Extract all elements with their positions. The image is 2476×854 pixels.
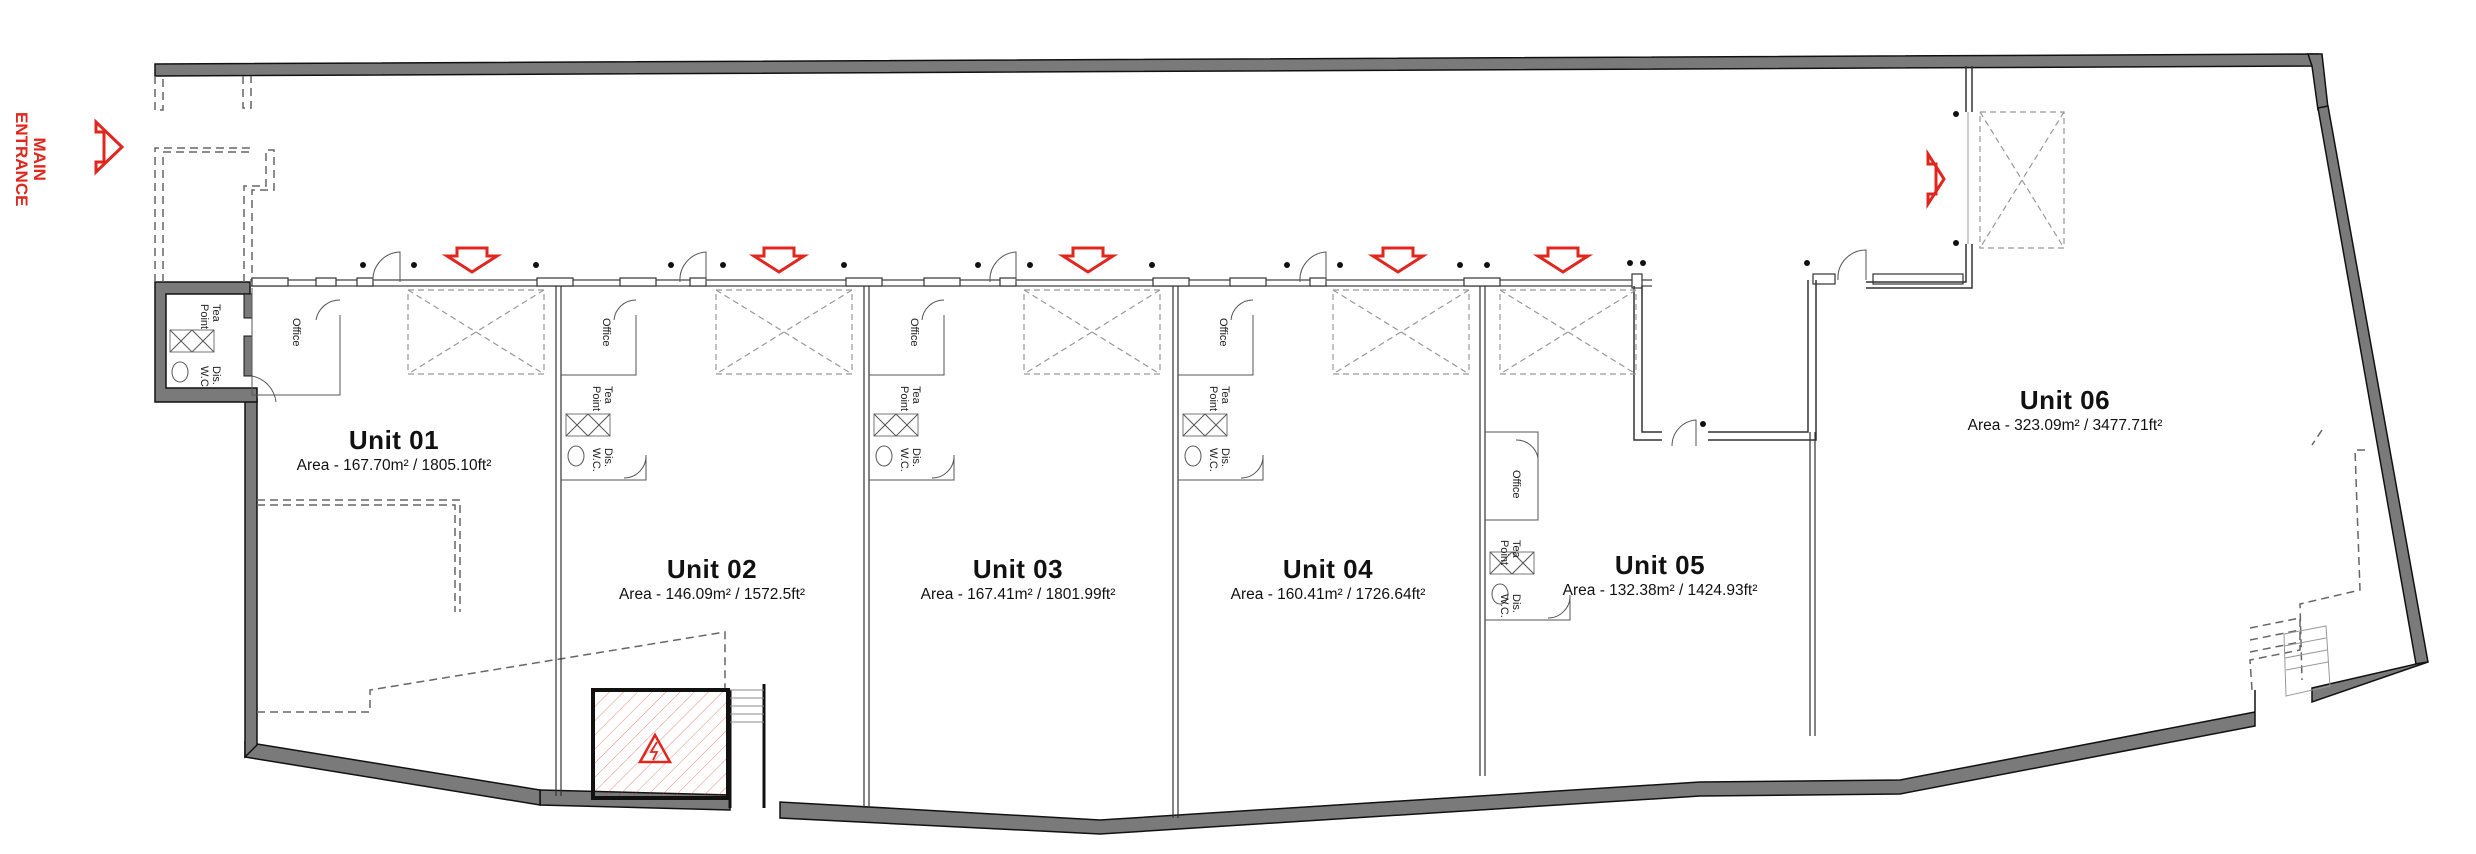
loading-bays	[407, 111, 2065, 375]
dis-wc-label-unit-03: Dis. W.C.	[898, 448, 922, 472]
unit-area: Area - 167.41m² / 1801.99ft²	[920, 586, 1116, 603]
unit-name: Unit 03	[972, 554, 1064, 584]
office-label-unit-04: Office	[1217, 318, 1229, 347]
unit-area: Area - 167.70m² / 1805.10ft²	[296, 457, 492, 474]
entrance-arrows	[94, 118, 1946, 274]
unit-04-label[interactable]: Unit 04 Area - 160.41m² / 1726.64ft²	[1231, 554, 1426, 606]
door-swings	[372, 249, 1867, 447]
main-entrance-line1: MAIN	[30, 137, 49, 181]
outer-walls	[154, 53, 2429, 835]
unit-03-label[interactable]: Unit 03 Area - 167.41m² / 1801.99ft²	[921, 554, 1116, 606]
tea-point-label-unit-02: Tea Point	[590, 386, 614, 412]
office-label-unit-02: Office	[600, 318, 612, 347]
unit-name: Unit 04	[1282, 554, 1374, 584]
high-voltage-icon	[637, 732, 673, 764]
unit-05-label[interactable]: Unit 05 Area - 132.38m² / 1424.93ft²	[1563, 550, 1758, 602]
unit-name: Unit 06	[2019, 385, 2111, 415]
unit-06-label[interactable]: Unit 06 Area - 323.09m² / 3477.71ft²	[1968, 385, 2163, 437]
dis-wc-label-unit-01: Dis. W.C.	[198, 366, 222, 390]
unit-area: Area - 160.41m² / 1726.64ft²	[1230, 586, 1426, 603]
unit-area: Area - 146.09m² / 1572.5ft²	[618, 586, 806, 603]
electrical-room	[591, 684, 766, 808]
tea-point-label-unit-04: Tea Point	[1207, 386, 1231, 412]
tea-point-label-unit-03: Tea Point	[898, 386, 922, 412]
dis-wc-label-unit-04: Dis. W.C.	[1207, 448, 1231, 472]
office-label-unit-01: Office	[290, 318, 302, 347]
tea-point-label-unit-05: Tea Point	[1498, 540, 1522, 566]
unit-frontage	[250, 273, 1964, 289]
main-entrance-line2: ENTRANCE	[12, 112, 31, 207]
unit-area: Area - 323.09m² / 3477.71ft²	[1967, 417, 2163, 434]
unit-01-label[interactable]: Unit 01 Area - 167.70m² / 1805.10ft²	[297, 425, 492, 477]
unit-partitions	[555, 66, 1973, 818]
unit-02-label[interactable]: Unit 02 Area - 146.09m² / 1572.5ft²	[619, 554, 805, 606]
unit-area: Area - 132.38m² / 1424.93ft²	[1562, 582, 1758, 599]
main-entrance-arrow	[94, 118, 125, 176]
unit-name: Unit 01	[348, 425, 440, 455]
main-entrance-label: MAIN ENTRANCE	[12, 112, 49, 207]
unit-name: Unit 05	[1614, 550, 1706, 580]
rear-stairs	[2283, 625, 2331, 697]
dis-wc-label-unit-05: Dis. W.C.	[1498, 594, 1522, 618]
column-markers	[360, 111, 1959, 427]
fitout-rooms	[169, 288, 1571, 621]
dashed-outlines	[154, 76, 2365, 713]
office-label-unit-03: Office	[908, 318, 920, 347]
tea-point-label-unit-01: Tea Point	[198, 304, 222, 330]
office-label-unit-05: Office	[1510, 470, 1522, 499]
dis-wc-label-unit-02: Dis. W.C.	[590, 448, 614, 472]
unit-name: Unit 02	[666, 554, 758, 584]
